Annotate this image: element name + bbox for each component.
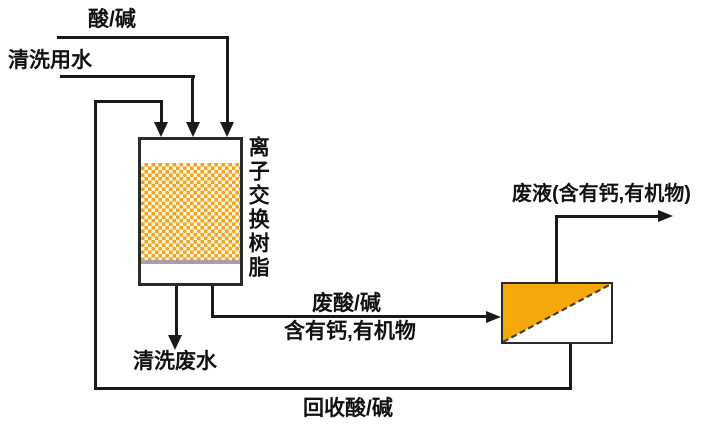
wash-waste-line-v xyxy=(175,286,178,336)
acid-feed-line-v xyxy=(226,36,229,124)
wash-water-line-v xyxy=(191,75,194,124)
acid-feed-line-h xyxy=(57,36,229,39)
wash-waste-arrow-icon xyxy=(168,335,182,350)
waste-liquid-line-v xyxy=(555,217,558,283)
recovered-acid-label: 回收酸/碱 xyxy=(303,397,393,420)
waste-liquid-line-h xyxy=(555,215,660,218)
separator-bottom-line-v xyxy=(569,344,572,390)
wash-water-arrow-icon xyxy=(186,122,200,137)
waste-acid-line-h xyxy=(211,315,488,318)
recovery-unit xyxy=(501,282,613,344)
wash-water-feed-label: 清洗用水 xyxy=(8,49,92,72)
bottom-return-line-h xyxy=(94,387,572,390)
resin-column-label: 离子交换树脂 xyxy=(246,136,270,280)
waste-acid-arrow-icon xyxy=(486,311,501,323)
acid-alkali-feed-label: 酸/碱 xyxy=(88,8,136,31)
wash-water-line-h xyxy=(60,75,195,78)
wash-wastewater-label: 清洗废水 xyxy=(133,350,217,373)
recycle-left-line-v xyxy=(94,100,97,390)
recycle-column-line-v xyxy=(160,100,163,124)
column-top-headspace xyxy=(141,140,240,163)
waste-acid-line-v xyxy=(211,286,214,318)
waste-acid-label-line1: 废酸/碱 xyxy=(312,292,381,315)
ion-exchange-column xyxy=(138,137,243,286)
waste-acid-label-line2: 含有钙,有机物 xyxy=(284,320,416,343)
recycle-feed-arrow-icon xyxy=(154,122,168,137)
acid-feed-arrow-icon xyxy=(220,122,234,137)
column-bottom-space xyxy=(141,264,240,283)
resin-support-band xyxy=(141,260,240,264)
diagonal-dashed-line xyxy=(503,284,611,342)
recycle-return-line-h xyxy=(94,100,163,103)
resin-bed-pattern xyxy=(141,163,240,260)
waste-liquid-arrow-icon xyxy=(658,210,673,222)
waste-liquid-label: 废液(含有钙,有机物) xyxy=(512,183,691,205)
